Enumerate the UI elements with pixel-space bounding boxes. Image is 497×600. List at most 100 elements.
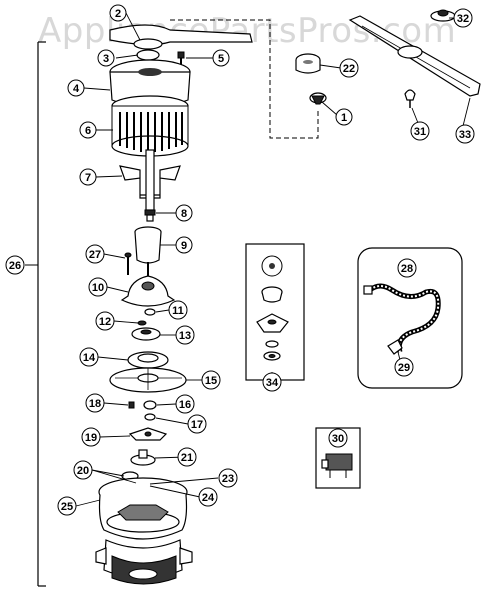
callout-number: 26: [9, 260, 21, 272]
callout-number: 5: [218, 53, 224, 65]
callout-number: 13: [179, 330, 191, 342]
callout-5[interactable]: 5: [212, 49, 230, 67]
hose-kit-box: [357, 247, 463, 389]
callout-number: 14: [83, 352, 96, 364]
callout-30[interactable]: 30: [328, 428, 348, 448]
callout-9[interactable]: 9: [175, 236, 193, 254]
callout-number: 21: [181, 452, 193, 464]
retainer-part: [309, 92, 327, 105]
callout-number: 4: [73, 83, 80, 95]
bracket-26: [25, 41, 46, 587]
seal-part: [131, 327, 161, 341]
callout-number: 25: [61, 501, 73, 513]
callout-25[interactable]: 25: [57, 496, 77, 516]
gear-part: [128, 427, 168, 441]
callout-23[interactable]: 23: [218, 468, 238, 488]
disc-plate-part: [109, 367, 187, 393]
clip-part: [137, 320, 147, 326]
callout-number: 18: [89, 398, 101, 410]
callout-number: 24: [202, 492, 215, 504]
callout-number: 8: [181, 208, 187, 220]
callout-number: 11: [172, 305, 184, 317]
callout-13[interactable]: 13: [175, 325, 195, 345]
kit-34-box: [245, 243, 305, 381]
callout-11[interactable]: 11: [168, 300, 188, 320]
gasket-ring-part: [127, 351, 169, 369]
callout-27[interactable]: 27: [85, 244, 105, 264]
callout-number: 23: [222, 473, 234, 485]
spacer-part: [144, 413, 156, 421]
callout-3[interactable]: 3: [97, 49, 115, 67]
callout-1[interactable]: 1: [335, 108, 353, 126]
callout-number: 31: [414, 126, 426, 138]
long-screw-part: [124, 252, 132, 275]
callout-number: 30: [332, 433, 344, 445]
callout-4[interactable]: 4: [67, 79, 85, 97]
callout-2[interactable]: 2: [109, 4, 127, 22]
drain-impeller-part: [130, 449, 156, 466]
callout-number: 34: [266, 377, 279, 389]
callout-8[interactable]: 8: [175, 204, 193, 222]
callout-number: 29: [398, 362, 410, 374]
callout-number: 3: [103, 53, 109, 65]
callout-29[interactable]: 29: [394, 357, 414, 377]
motor-stator-part: [111, 95, 189, 157]
callout-26[interactable]: 26: [5, 255, 25, 275]
callout-16[interactable]: 16: [175, 394, 195, 414]
callout-number: 17: [191, 419, 203, 431]
pump-base-part: [95, 539, 193, 585]
cylinder-part: [134, 226, 162, 284]
callout-18[interactable]: 18: [85, 393, 105, 413]
callout-number: 12: [99, 316, 111, 328]
callout-21[interactable]: 21: [177, 447, 197, 467]
callout-33[interactable]: 33: [455, 124, 475, 144]
callout-number: 22: [343, 63, 355, 75]
callout-number: 19: [85, 432, 97, 444]
callout-number: 32: [457, 13, 469, 25]
callout-number: 9: [181, 240, 187, 252]
callout-22[interactable]: 22: [339, 58, 359, 78]
callout-number: 1: [341, 112, 347, 124]
callout-number: 15: [205, 375, 217, 387]
callout-6[interactable]: 6: [79, 121, 97, 139]
callout-20[interactable]: 20: [73, 460, 93, 480]
upper-spray-arm-part: [109, 24, 253, 50]
washer-part: [144, 308, 156, 316]
callout-number: 33: [459, 129, 471, 141]
spray-arm-hub-part: [430, 9, 456, 22]
callout-10[interactable]: 10: [88, 277, 108, 297]
pin-part: [128, 401, 135, 409]
callout-number: 7: [85, 172, 91, 184]
hub-nut-part: [295, 53, 321, 74]
sump-assembly-part: [98, 477, 188, 540]
nut-part: [136, 49, 160, 61]
callout-number: 20: [77, 465, 89, 477]
callout-number: 6: [85, 125, 91, 137]
dashed-connector: [170, 19, 319, 139]
callout-32[interactable]: 32: [453, 8, 473, 28]
callout-number: 10: [92, 282, 104, 294]
callout-34[interactable]: 34: [262, 372, 282, 392]
pump-housing-part: [120, 275, 176, 307]
lower-spray-arm-part: [348, 15, 481, 97]
rotor-shaft-part: [119, 149, 181, 211]
callout-number: 28: [401, 263, 413, 275]
callout-24[interactable]: 24: [198, 487, 218, 507]
leader-lines: [75, 12, 471, 507]
bolt-part: [144, 209, 156, 222]
callout-31[interactable]: 31: [410, 121, 430, 141]
callout-19[interactable]: 19: [81, 427, 101, 447]
callout-number: 2: [115, 8, 121, 20]
callout-7[interactable]: 7: [79, 168, 97, 186]
callout-28[interactable]: 28: [397, 258, 417, 278]
callout-14[interactable]: 14: [79, 347, 99, 367]
callout-15[interactable]: 15: [201, 370, 221, 390]
callout-number: 27: [89, 249, 101, 261]
callout-17[interactable]: 17: [187, 414, 207, 434]
spray-arm-clip-part: [404, 89, 416, 108]
bushing-part: [143, 400, 157, 410]
callout-12[interactable]: 12: [95, 311, 115, 331]
callout-number: 16: [179, 399, 191, 411]
